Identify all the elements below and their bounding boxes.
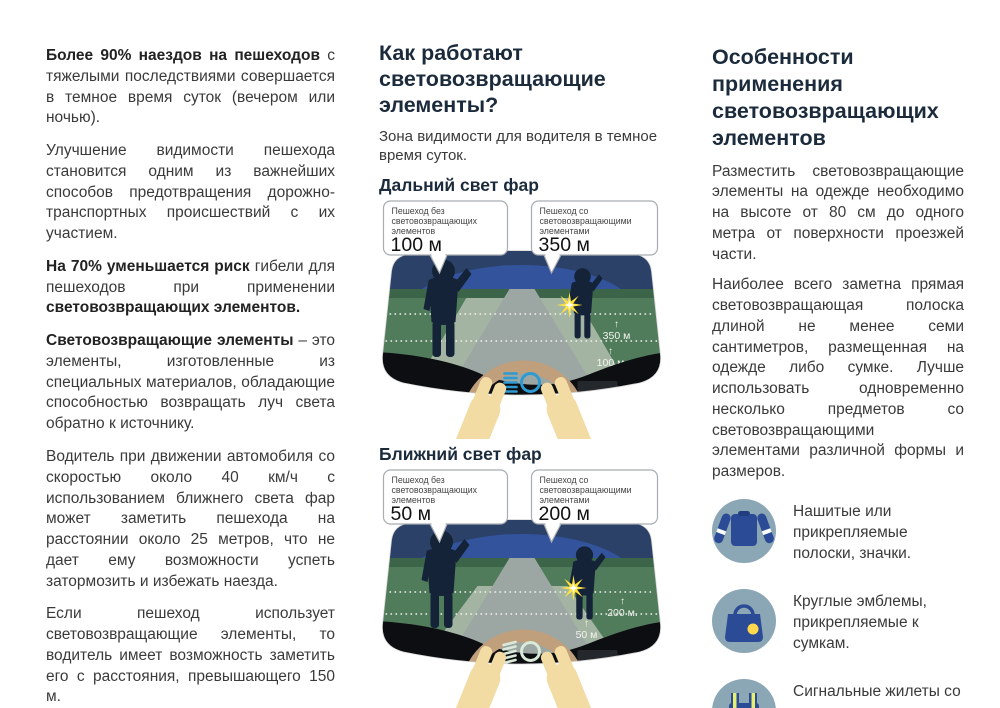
up-arrow-icon: ↑ xyxy=(620,596,625,607)
driver-right-hand xyxy=(540,645,605,708)
bubble-text: элементов xyxy=(392,226,436,236)
paragraph-placement: Разместить световозвращающие элементы на… xyxy=(712,162,964,263)
road-far-distance: 200 м. xyxy=(607,607,638,619)
low-beam-illustration: ↑ 200 м. ↑ 50 м xyxy=(381,469,662,708)
starburst-reflection xyxy=(560,574,587,601)
speech-bubble-with: Пешеход со световозвращающими элементами… xyxy=(530,469,659,544)
pedestrian-silhouette xyxy=(423,259,472,357)
paragraph-stripe: Наиболее всего заметна прямая световозвр… xyxy=(712,276,964,481)
bubble-text: элементами xyxy=(540,226,590,236)
bubble-text: Пешеход со xyxy=(540,475,589,485)
safety-vest-icon xyxy=(712,678,776,708)
bubble-text: световозвращающими xyxy=(540,485,632,495)
road-near-distance: 50 м xyxy=(576,629,598,641)
paragraph-text: гибели для пешеходов при применении xyxy=(46,257,336,296)
high-beam-illustration: ↑ 350 м ↑ 100 м xyxy=(381,200,662,439)
pedestrian-silhouette xyxy=(421,530,470,628)
dashboard-vent xyxy=(577,649,618,662)
paragraph-text: с тяжелыми последствиями совершается в т… xyxy=(46,47,335,127)
paragraph-text: – это элементы, изготовленные из специал… xyxy=(46,332,335,433)
bubble-text: Пешеход без xyxy=(392,206,445,216)
high-beam-icon xyxy=(503,371,541,393)
emphasis: световозвращающих элементов. xyxy=(46,299,301,317)
speech-bubble-without: Пешеход без световозвращающих элементов … xyxy=(382,469,509,544)
middle-subtitle: Зона видимости для водителя в темное вре… xyxy=(379,127,658,165)
feature-label: Сигнальные жилеты со световозвращающими … xyxy=(793,683,961,708)
up-arrow-icon: ↑ xyxy=(608,346,613,357)
emphasis: На 70% уменьшается риск xyxy=(46,257,250,275)
windshield-scene: ↑ 350 м ↑ 100 м xyxy=(381,249,662,439)
up-arrow-icon: ↑ xyxy=(614,319,619,330)
low-beam-icon xyxy=(502,640,541,664)
speech-bubble-without: Пешеход без световозвращающих элементов … xyxy=(382,200,509,275)
speech-bubble-with: Пешеход со световозвращающими элементами… xyxy=(530,200,659,275)
high-beam-label: Дальний свет фар xyxy=(379,174,539,195)
bubble-text: световозвращающих xyxy=(392,216,478,226)
bubble-text: Пешеход без xyxy=(392,475,445,485)
bubble-distance: 100 м xyxy=(391,234,442,256)
emphasis: Более 90% наездов на пешеходов xyxy=(46,47,320,64)
paragraph-definition: Световозвращающие элементы – это элемент… xyxy=(46,331,335,435)
bubble-text: элементов xyxy=(392,495,436,505)
driver-left-hand xyxy=(442,376,507,439)
windshield-scene: ↑ 200 м. ↑ 50 м xyxy=(381,518,662,708)
paragraph-driver: Водитель при движении автомобиля со скор… xyxy=(46,448,335,590)
handbag-icon xyxy=(712,588,776,658)
right-column: Особенности применения световозвращающих… xyxy=(712,44,964,708)
steering-wheel xyxy=(461,629,586,664)
middle-column: Как работают световозвращающие элементы?… xyxy=(379,40,665,708)
bubble-text: Пешеход со xyxy=(540,206,589,216)
paragraph-risk: На 70% уменьшается риск гибели для пешех… xyxy=(46,257,335,319)
left-text-column: Более 90% наездов на пешеходов с тяжелым… xyxy=(46,46,335,708)
sweater-icon xyxy=(712,498,776,568)
road-far-distance: 350 м xyxy=(603,330,631,342)
paragraph-distance: Если пешеход использует световозвращающи… xyxy=(46,605,335,706)
low-beam-label: Ближний свет фар xyxy=(379,443,542,464)
feature-label: Круглые эмблемы, прикрепляемые к сумкам. xyxy=(793,593,927,652)
right-title: Особенности применения световозвращающих… xyxy=(712,45,939,150)
starburst-reflection xyxy=(556,291,583,318)
up-arrow-icon: ↑ xyxy=(584,618,589,629)
middle-title: Как работают световозвращающие элементы? xyxy=(379,41,606,118)
paragraph-accidents: Более 90% наездов на пешеходов с тяжелым… xyxy=(46,46,335,129)
feature-list: Нашитые или прикрепляемые полоски, значк… xyxy=(712,498,964,708)
bubble-text: световозвращающих xyxy=(392,485,478,495)
bubble-distance: 200 м xyxy=(539,503,590,525)
pedestrian-silhouette-reflective xyxy=(569,546,606,620)
steering-wheel xyxy=(461,360,586,395)
feature-row-vests: Сигнальные жилеты со световозвращающими … xyxy=(712,678,964,708)
bubble-text: световозвращающими xyxy=(540,216,632,226)
bubble-text: элементами xyxy=(540,495,590,505)
driver-right-hand xyxy=(540,376,605,439)
paragraph-visibility: Улучшение видимости пешехода становится … xyxy=(46,142,335,243)
bubble-distance: 50 м xyxy=(391,503,432,525)
dashboard-vent xyxy=(577,380,618,393)
feature-row-stripes: Нашитые или прикрепляемые полоски, значк… xyxy=(712,498,964,568)
bubble-distance: 350 м xyxy=(539,234,590,256)
driver-left-hand xyxy=(442,645,507,708)
feature-row-emblems: Круглые эмблемы, прикрепляемые к сумкам. xyxy=(712,588,964,658)
emphasis: Световозвращающие элементы xyxy=(46,332,294,350)
feature-label: Нашитые или прикрепляемые полоски, значк… xyxy=(793,503,912,562)
